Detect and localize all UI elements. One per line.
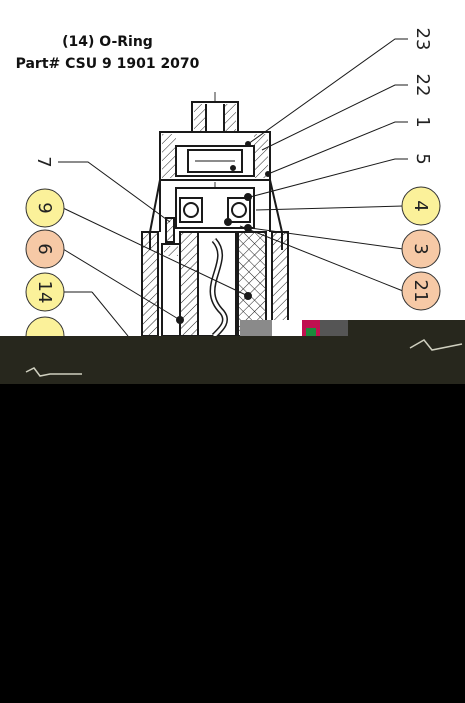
lower-body [141,231,289,336]
callout-7: 7 [33,156,54,167]
render-artifact-strip [0,320,465,336]
callout-9: 9 [34,202,55,213]
callout-22: 22 [412,74,433,97]
technical-drawing: (14) O-Ring Part# CSU 9 1901 2070 [0,0,465,336]
balloon-partial [25,316,65,336]
leader-lines [58,38,408,336]
part-number: Part# CSU 9 1901 2070 [15,56,200,72]
balloon-21: 21 [401,271,441,311]
bearing-block [165,187,255,243]
cross-section-diagram: 23 22 1 5 7 9 6 14 4 3 [25,28,441,336]
callout-6: 6 [34,243,55,254]
balloon-9: 9 [25,188,65,228]
balloon-6: 6 [25,229,65,269]
blank-region-step [256,384,465,400]
callout-1: 1 [412,116,433,127]
upper-housing [159,131,271,181]
balloon-4: 4 [401,186,441,226]
callout-5: 5 [412,153,433,164]
callout-4: 4 [410,200,431,211]
callout-21: 21 [410,280,431,303]
balloon-14: 14 [25,272,65,312]
callout-23: 23 [412,28,433,51]
balloon-3: 3 [401,229,441,269]
blank-region [0,384,465,703]
part-title: (14) O-Ring [62,34,153,50]
callout-14: 14 [34,281,55,304]
callout-3: 3 [410,243,431,254]
